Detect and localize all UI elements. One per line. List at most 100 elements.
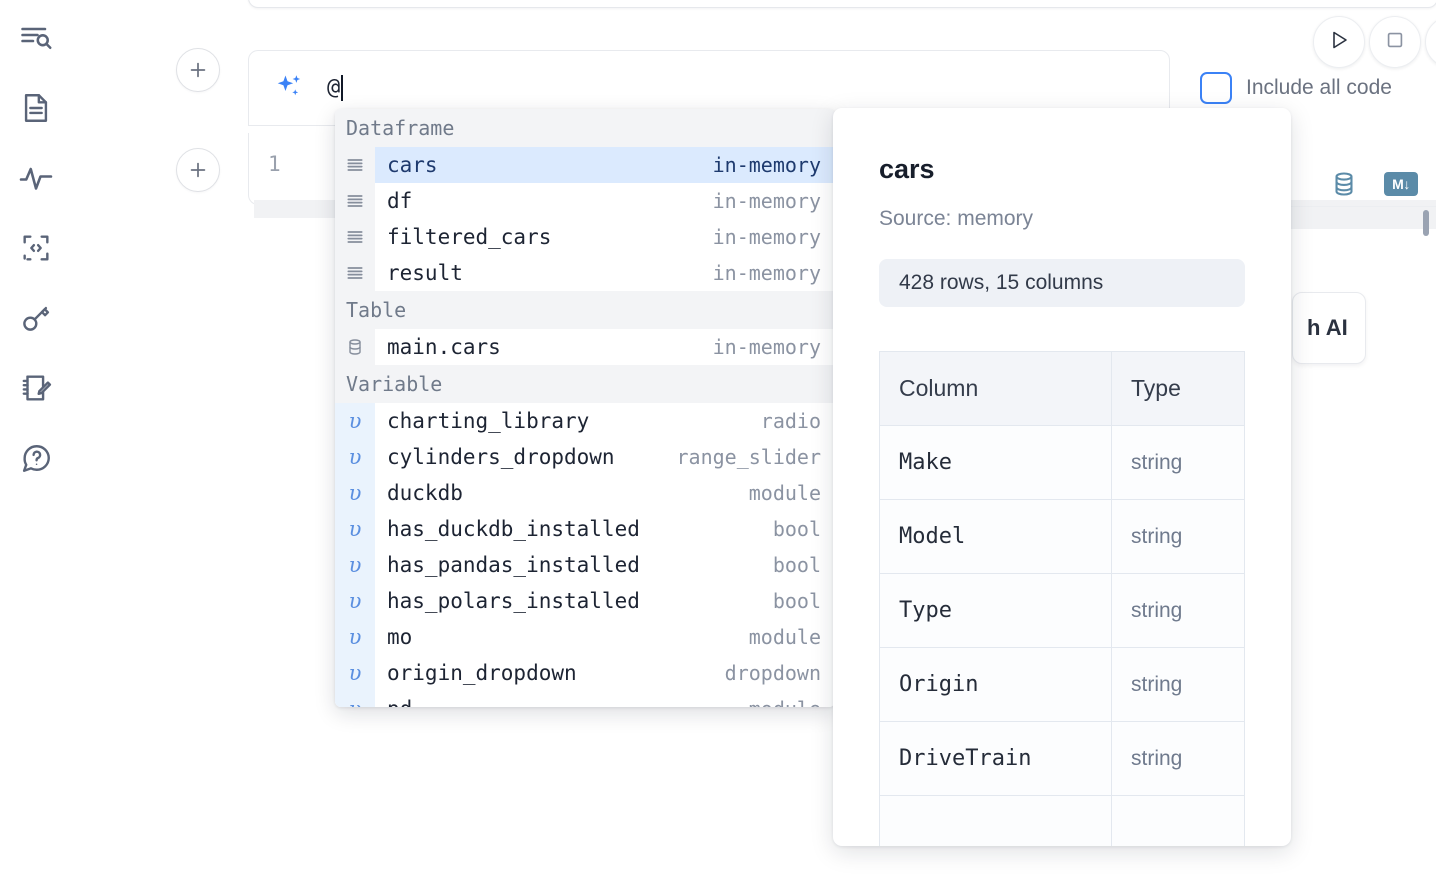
sidebar-item-secrets[interactable] bbox=[14, 296, 58, 340]
variable-icon: υ bbox=[335, 619, 375, 655]
autocomplete-item-body: charting_library radio bbox=[375, 403, 835, 439]
database-icon[interactable] bbox=[1330, 170, 1358, 198]
more-options-button[interactable] bbox=[1425, 16, 1436, 68]
autocomplete-item-kind: module bbox=[748, 625, 821, 649]
autocomplete-item-body: duckdb module bbox=[375, 475, 835, 511]
column-type-cell: string bbox=[1111, 573, 1245, 648]
autocomplete-item-body: cylinders_dropdown range_slider bbox=[375, 439, 835, 475]
sidebar-item-scratchpad[interactable] bbox=[14, 366, 58, 410]
column-name-cell: Origin bbox=[879, 647, 1112, 722]
autocomplete-item-name: result bbox=[387, 261, 463, 285]
add-cell-button-top[interactable] bbox=[176, 48, 220, 92]
variable-icon: υ bbox=[335, 547, 375, 583]
sidebar-item-activity[interactable] bbox=[14, 156, 58, 200]
variable-icon: υ bbox=[335, 511, 375, 547]
top-panel-edge bbox=[248, 0, 1436, 8]
include-all-code-checkbox[interactable] bbox=[1200, 72, 1232, 104]
markdown-icon[interactable]: M↓ bbox=[1384, 172, 1418, 196]
autocomplete-item-body: result in-memory bbox=[375, 255, 835, 291]
key-icon bbox=[19, 301, 53, 335]
add-cell-button-bottom[interactable] bbox=[176, 148, 220, 192]
autocomplete-item-kind: in-memory bbox=[712, 261, 821, 285]
autocomplete-item-body: has_polars_installed bool bbox=[375, 583, 835, 619]
run-button[interactable] bbox=[1313, 16, 1365, 68]
column-name-cell: Type bbox=[879, 573, 1112, 648]
dataframe-icon bbox=[335, 219, 375, 255]
documentation-panel: cars Source: memory 428 rows, 15 columns… bbox=[833, 108, 1291, 846]
activity-icon bbox=[18, 160, 54, 196]
doc-stats: 428 rows, 15 columns bbox=[879, 259, 1245, 307]
column-type-cell bbox=[1111, 795, 1245, 846]
autocomplete-item-name: duckdb bbox=[387, 481, 463, 505]
plus-icon bbox=[187, 59, 209, 81]
include-all-code-row[interactable]: Include all code bbox=[1200, 72, 1392, 104]
line-number: 1 bbox=[268, 152, 281, 176]
ai-prompt-input[interactable]: @ bbox=[327, 75, 344, 101]
autocomplete-item-name: filtered_cars bbox=[387, 225, 552, 249]
dataframe-icon bbox=[335, 255, 375, 291]
autocomplete-item-kind: radio bbox=[760, 409, 821, 433]
column-name-cell: Model bbox=[879, 499, 1112, 574]
autocomplete-item[interactable]: result in-memory bbox=[335, 255, 835, 291]
autocomplete-item-name: main.cars bbox=[387, 335, 501, 359]
autocomplete-item[interactable]: υ charting_library radio bbox=[335, 403, 835, 439]
doc-title: cars bbox=[879, 154, 935, 184]
play-icon bbox=[1327, 28, 1351, 57]
autocomplete-group-header: Dataframe bbox=[335, 109, 835, 147]
ai-prompt-value: @ bbox=[327, 75, 341, 100]
autocomplete-item-name: has_pandas_installed bbox=[387, 553, 640, 577]
variable-icon: υ bbox=[335, 691, 375, 707]
sidebar-item-explore[interactable] bbox=[14, 16, 58, 60]
sidebar-item-notebook[interactable] bbox=[14, 86, 58, 130]
text-caret bbox=[341, 75, 344, 101]
autocomplete-item-kind: bool bbox=[772, 589, 821, 613]
sidebar-rail bbox=[0, 0, 72, 874]
stop-button[interactable] bbox=[1369, 16, 1421, 68]
autocomplete-item-kind: module bbox=[748, 481, 821, 505]
sidebar-item-embed-code[interactable] bbox=[14, 226, 58, 270]
doc-scrollbar-thumb[interactable] bbox=[1423, 210, 1429, 236]
cell-toolbar-divider bbox=[1175, 206, 1436, 207]
generate-with-ai-button[interactable]: h AI bbox=[1292, 292, 1366, 364]
autocomplete-item[interactable]: υpdmodule bbox=[335, 691, 835, 707]
column-name-cell: DriveTrain bbox=[879, 721, 1112, 796]
autocomplete-item-name: has_polars_installed bbox=[387, 589, 640, 613]
autocomplete-item-name: origin_dropdown bbox=[387, 661, 577, 685]
dataframe-icon bbox=[335, 183, 375, 219]
autocomplete-item-name: cylinders_dropdown bbox=[387, 445, 615, 469]
autocomplete-item-name: df bbox=[387, 189, 413, 213]
doc-source: Source: memory bbox=[879, 207, 1034, 230]
autocomplete-item-name: cars bbox=[387, 153, 438, 177]
column-type-cell: string bbox=[1111, 721, 1245, 796]
help-chat-icon bbox=[19, 441, 53, 475]
variable-icon: υ bbox=[335, 403, 375, 439]
autocomplete-item-name: charting_library bbox=[387, 409, 590, 433]
variable-icon: υ bbox=[335, 475, 375, 511]
autocomplete-item-name: mo bbox=[387, 625, 413, 649]
column-type-cell: string bbox=[1111, 425, 1245, 500]
autocomplete-item-kind: range_slider bbox=[676, 445, 822, 469]
sidebar-item-help[interactable] bbox=[14, 436, 58, 480]
